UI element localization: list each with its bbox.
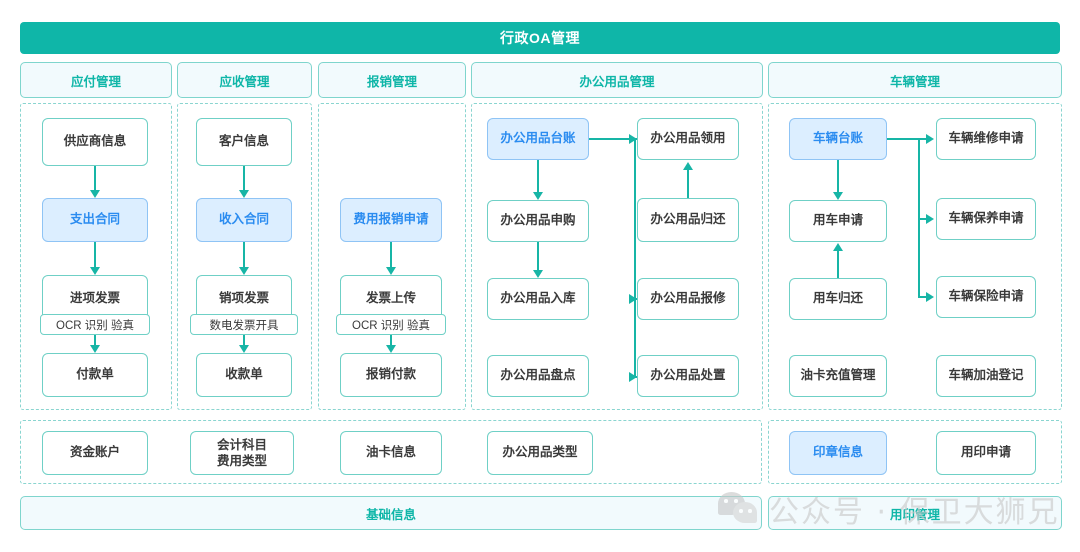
arrow-down-icon (239, 345, 249, 353)
arrow-right-icon (926, 292, 934, 302)
arrow-down-icon (90, 190, 100, 198)
arrow-down-icon (90, 267, 100, 275)
arrow-down-icon (533, 270, 543, 278)
tab-receivable[interactable]: 应收管理 (177, 62, 312, 98)
node-vehicle-return[interactable]: 用车归还 (789, 278, 887, 320)
page-title: 行政OA管理 (20, 22, 1060, 54)
footer-seal-management[interactable]: 用印管理 (768, 496, 1062, 530)
badge-ocr-reimbursement: OCR 识别 验真 (336, 314, 446, 335)
arrow-right-icon (629, 294, 637, 304)
node-vehicle-maintenance-request[interactable]: 车辆保养申请 (936, 198, 1036, 240)
node-supplies-inbound[interactable]: 办公用品入库 (487, 278, 589, 320)
node-income-contract[interactable]: 收入合同 (196, 198, 292, 242)
panel-vehicle (768, 103, 1062, 410)
node-seal-usage-request[interactable]: 用印申请 (936, 431, 1036, 475)
node-customer-info[interactable]: 客户信息 (196, 118, 292, 166)
panel-payable (20, 103, 172, 410)
node-supplier-info[interactable]: 供应商信息 (42, 118, 148, 166)
arrow-right-icon (629, 372, 637, 382)
arrow-up-icon (833, 243, 843, 251)
panel-office-supplies (471, 103, 763, 410)
node-vehicle-repair-request[interactable]: 车辆维修申请 (936, 118, 1036, 160)
node-supplies-receive[interactable]: 办公用品领用 (637, 118, 739, 160)
badge-ocr-payable: OCR 识别 验真 (40, 314, 150, 335)
node-supplies-inventory[interactable]: 办公用品盘点 (487, 355, 589, 397)
tab-payable[interactable]: 应付管理 (20, 62, 172, 98)
arrow-down-icon (533, 192, 543, 200)
node-line-1: 会计科目 (216, 437, 267, 452)
panel-receivable (177, 103, 312, 410)
tab-vehicle[interactable]: 车辆管理 (768, 62, 1062, 98)
node-vehicle-refuel-record[interactable]: 车辆加油登记 (936, 355, 1036, 397)
node-seal-info[interactable]: 印章信息 (789, 431, 887, 475)
node-supplies-repair[interactable]: 办公用品报修 (637, 278, 739, 320)
arrow-down-icon (833, 192, 843, 200)
node-supplies-ledger[interactable]: 办公用品台账 (487, 118, 589, 160)
node-accounting-subject-expense-type[interactable]: 会计科目 费用类型 (190, 431, 294, 475)
node-supplies-category[interactable]: 办公用品类型 (487, 431, 593, 475)
node-supplies-purchase[interactable]: 办公用品申购 (487, 200, 589, 242)
node-payment-order[interactable]: 付款单 (42, 353, 148, 397)
node-vehicle-insurance-request[interactable]: 车辆保险申请 (936, 276, 1036, 318)
arrow-right-icon (926, 214, 934, 224)
arrow-up-icon (683, 162, 693, 170)
arrow-down-icon (386, 345, 396, 353)
arrow-right-icon (629, 134, 637, 144)
node-line-2: 费用类型 (216, 454, 267, 468)
panel-reimbursement (318, 103, 466, 410)
node-receipt-order[interactable]: 收款单 (196, 353, 292, 397)
badge-einvoice-issue: 数电发票开具 (190, 314, 298, 335)
tab-reimbursement[interactable]: 报销管理 (318, 62, 466, 98)
node-vehicle-ledger[interactable]: 车辆台账 (789, 118, 887, 160)
footer-base-info[interactable]: 基础信息 (20, 496, 762, 530)
node-expenditure-contract[interactable]: 支出合同 (42, 198, 148, 242)
arrow-down-icon (239, 190, 249, 198)
node-fuel-card-info[interactable]: 油卡信息 (340, 431, 442, 475)
node-expense-claim[interactable]: 费用报销申请 (340, 198, 442, 242)
node-supplies-return[interactable]: 办公用品归还 (637, 198, 739, 242)
arrow-down-icon (239, 267, 249, 275)
arrow-down-icon (386, 267, 396, 275)
node-reimbursement-payment[interactable]: 报销付款 (340, 353, 442, 397)
node-supplies-disposal[interactable]: 办公用品处置 (637, 355, 739, 397)
arrow-right-icon (926, 134, 934, 144)
panel-seal-management (768, 420, 1062, 484)
node-vehicle-request[interactable]: 用车申请 (789, 200, 887, 242)
tab-office-supplies[interactable]: 办公用品管理 (471, 62, 763, 98)
arrow-down-icon (90, 345, 100, 353)
panel-base-info (20, 420, 762, 484)
node-fund-account[interactable]: 资金账户 (42, 431, 148, 475)
node-fuel-card-recharge[interactable]: 油卡充值管理 (789, 355, 887, 397)
